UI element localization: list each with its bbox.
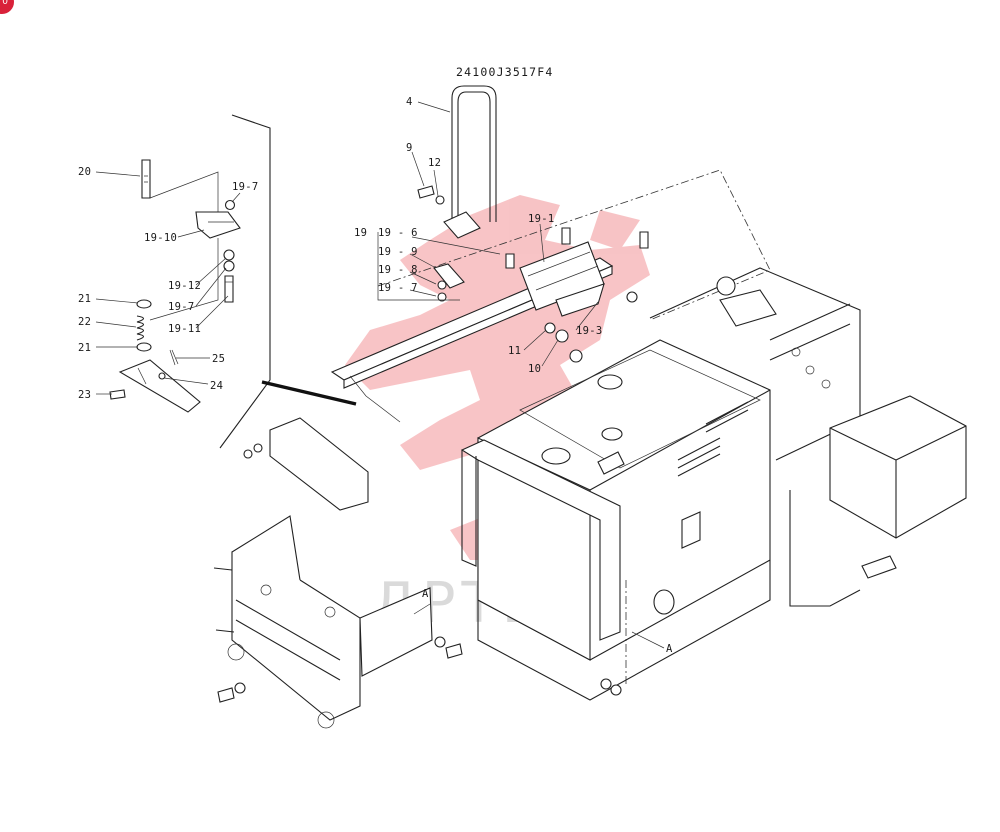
callout-19-3: 19-3 (576, 325, 603, 337)
callout-20: 20 (78, 166, 91, 178)
callout-12: 12 (428, 157, 441, 169)
part-11-washer (544, 322, 556, 334)
left-cover-plate (269, 417, 369, 511)
part-24-plate (118, 359, 201, 413)
drawing-code: 24100J3517F4 (456, 65, 553, 79)
callout-4: 4 (406, 96, 413, 108)
panel-separator (219, 114, 271, 449)
callout-11: 11 (508, 345, 521, 357)
callout-19-10: 19-10 (144, 232, 177, 244)
callout-9: 9 (406, 142, 413, 154)
part-22-spring (136, 315, 145, 341)
part-19-3-flap (555, 283, 605, 317)
callout-leaders (95, 101, 665, 649)
callout-19-9: 19 - 9 (378, 246, 418, 258)
lower-frame-bracket (213, 515, 433, 729)
callout-19-7-group: 19 - 7 (378, 282, 418, 294)
callout-19-6: 19 - 6 (378, 227, 418, 239)
callout-19-12: 19-12 (168, 280, 201, 292)
callout-labels: 4 9 12 20 19-7 19-10 19-12 19-7 19-11 21… (78, 96, 673, 655)
part-19-10-bracket (195, 211, 241, 239)
pointer-arrow (261, 380, 357, 406)
part-10-nut (555, 329, 569, 343)
callout-19-11: 19-11 (168, 323, 201, 335)
part-20-lever (141, 159, 151, 199)
callout-10: 10 (528, 363, 541, 375)
callout-21-top: 21 (78, 293, 91, 305)
part-19-11-bolt (224, 275, 234, 303)
part-9-bolt (417, 185, 435, 199)
filler-cap (716, 276, 736, 296)
callout-A-right: A (666, 643, 673, 655)
front-frame (460, 439, 621, 641)
part-19-tray (330, 227, 649, 423)
left-part-group (109, 114, 271, 449)
part-19-7-washer (223, 260, 235, 272)
part-23-bolt (109, 389, 126, 400)
part-4-handrail (443, 85, 497, 239)
right-side-assembly (625, 267, 967, 686)
callout-19: 19 (354, 227, 367, 239)
callout-19-8: 19 - 8 (378, 264, 418, 276)
part-19-8-nut (437, 280, 447, 290)
part-12-washer (435, 195, 445, 205)
part-21-nut-bottom (136, 342, 152, 352)
part-19-7-nut-b (437, 292, 447, 302)
callout-22: 22 (78, 316, 91, 328)
callout-23: 23 (78, 389, 91, 401)
callout-19-1: 19-1 (528, 213, 555, 225)
part-25-pin (169, 349, 179, 366)
callout-A-left: A (422, 588, 429, 600)
battery-box (829, 395, 967, 539)
part-19-7-nut (224, 199, 236, 211)
engine-housing (377, 169, 771, 701)
door-handle (681, 511, 701, 549)
callout-24: 24 (210, 380, 223, 392)
callout-19-7-mid: 19-7 (168, 301, 195, 313)
callout-25: 25 (212, 353, 225, 365)
callout-19-7-top: 19-7 (232, 181, 259, 193)
vent-slots (677, 437, 721, 477)
part-21-nut-top (136, 299, 152, 309)
part-19-12-nut (223, 249, 235, 261)
callout-21-bottom: 21 (78, 342, 91, 354)
